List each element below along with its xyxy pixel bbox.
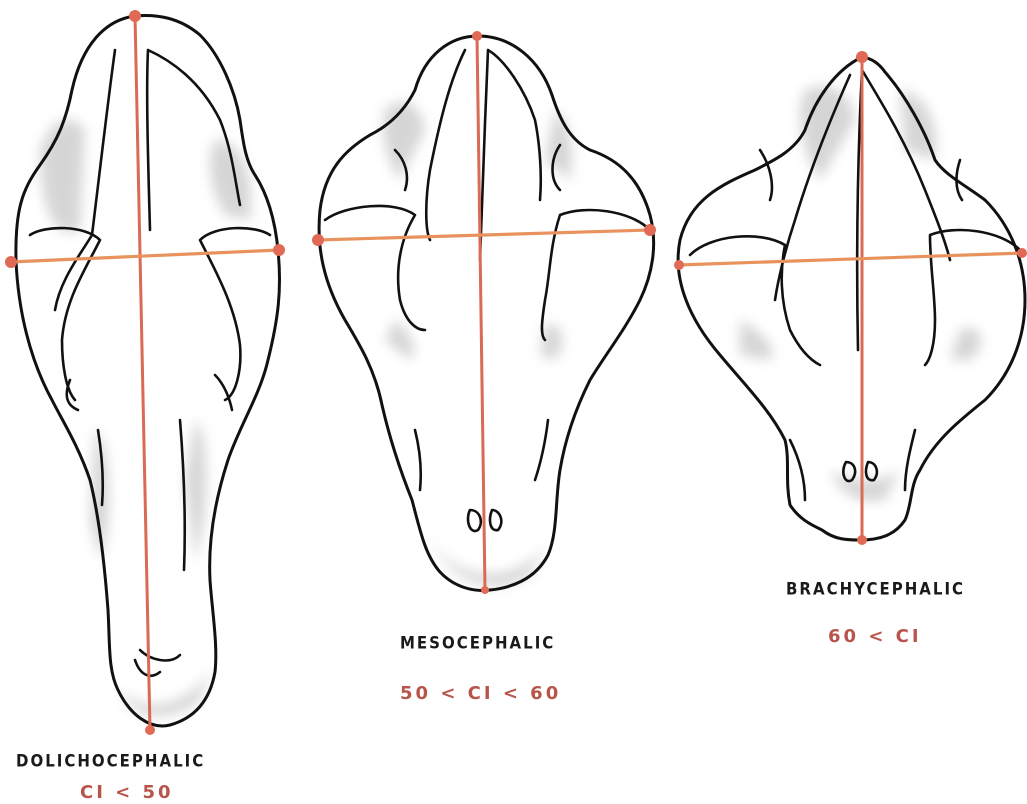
dolicho-left-point	[5, 256, 17, 268]
dolicho-top-point	[129, 10, 141, 22]
brachycephalic-ci: 60 < CI	[828, 626, 922, 647]
meso-left-point	[312, 234, 324, 246]
brachy-bottom-point	[857, 535, 867, 545]
meso-length-line	[477, 36, 485, 590]
dolicho-bottom-point	[145, 725, 155, 735]
dolichocephalic-label: DOLICHOCEPHALIC	[16, 751, 205, 771]
dolichocephalic-ci: CI < 50	[80, 782, 174, 803]
mesocephalic-ci: 50 < CI < 60	[400, 683, 561, 704]
brachy-top-point	[856, 51, 868, 63]
brachycephalic-label: BRACHYCEPHALIC	[786, 579, 965, 599]
dolicho-right-point	[273, 244, 285, 256]
mesocephalic-label: MESOCEPHALIC	[400, 633, 555, 653]
brachy-left-point	[674, 260, 684, 270]
mesocephalic-skull	[319, 36, 654, 590]
meso-right-point	[644, 224, 656, 236]
dolicho-width-line	[10, 250, 280, 262]
meso-top-point	[472, 31, 482, 41]
brachy-right-point	[1017, 248, 1027, 258]
brachy-width-line	[678, 253, 1025, 265]
brachycephalic-skull	[678, 57, 1025, 540]
meso-width-line	[318, 230, 650, 240]
meso-bottom-point	[481, 586, 489, 594]
